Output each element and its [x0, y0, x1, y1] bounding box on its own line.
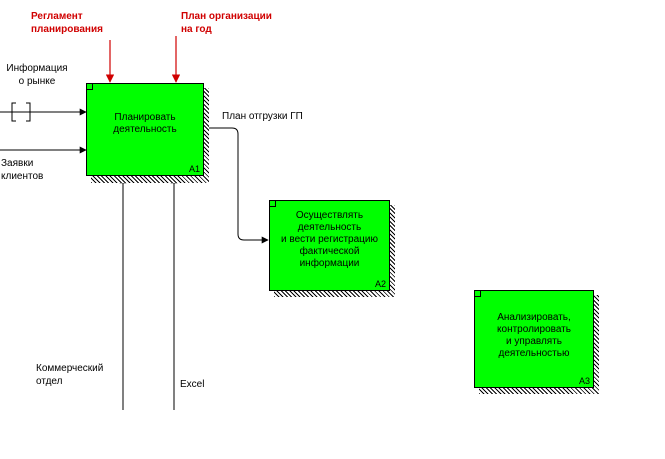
activity-box-a2[interactable]: Осуществлять деятельность и вести регист…: [269, 200, 390, 291]
box-a1-number: A1: [188, 164, 200, 174]
input-label-market-info: Информация о рынке: [6, 63, 68, 87]
box-corner-mark: [87, 84, 93, 90]
tunnel-bracket-icon: [11, 102, 31, 122]
box-a3-label: Анализировать, контролировать и управлят…: [497, 312, 571, 359]
mechanism-label-commercial-dept: Коммерческий отдел: [36, 363, 104, 387]
input-label-client-orders: Заявки клиентов: [1, 158, 44, 182]
box-a1-label: Планировать деятельность: [113, 112, 177, 135]
box-corner-mark: [475, 291, 481, 297]
output-label-shipment-plan: План отгрузки ГП: [222, 111, 303, 122]
mechanism-label-excel: Excel: [180, 379, 205, 390]
control-label-plan-year: План организации на год: [181, 11, 272, 35]
box-a3-number: A3: [578, 376, 590, 386]
box-a2-label: Осуществлять деятельность и вести регист…: [281, 210, 378, 269]
box-a2-number: A2: [374, 279, 386, 289]
box-corner-mark: [270, 201, 276, 207]
activity-box-a3[interactable]: Анализировать, контролировать и управлят…: [474, 290, 594, 388]
activity-box-a1[interactable]: Планировать деятельность A1: [86, 83, 204, 176]
output-arrow-shipment-plan: [204, 127, 269, 244]
control-label-reglament: Регламент планирования: [31, 11, 103, 35]
